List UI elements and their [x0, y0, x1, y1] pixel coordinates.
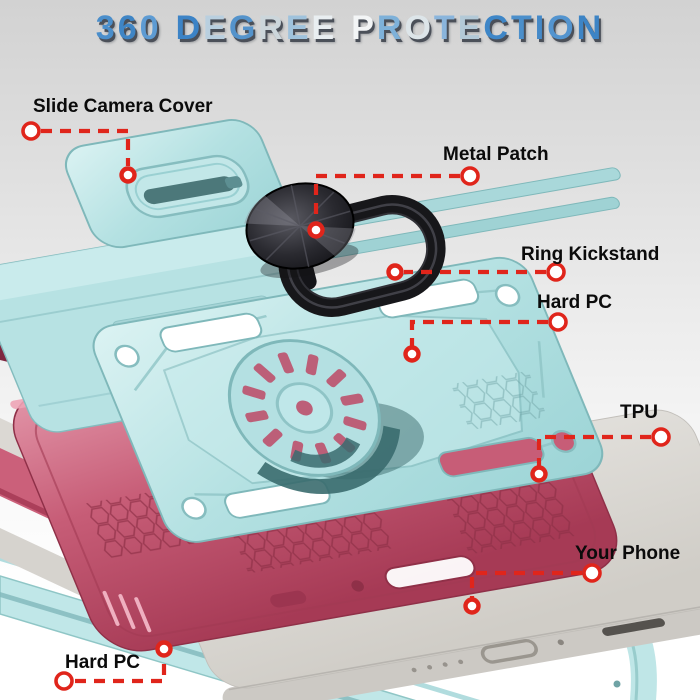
label-tpu: TPU: [620, 402, 658, 423]
kickstand-mount: [208, 321, 424, 495]
label-ring-kickstand: Ring Kickstand: [521, 244, 660, 265]
armor-cutout-window: [159, 312, 263, 353]
hard-pc-plate-graphic: [92, 256, 604, 543]
label-slide-camera-cover: Slide Camera Cover: [33, 96, 213, 117]
armor-corner-hole: [494, 283, 521, 307]
tpu-port-cutout: [384, 555, 476, 590]
slider-bar: [143, 176, 235, 205]
phone-speaker-slot: [602, 618, 665, 636]
tpu-corner-ridges: [102, 590, 152, 633]
label-metal-patch: Metal Patch: [443, 144, 549, 165]
tpu-port-cutout: [270, 590, 307, 608]
metal-patch-graphic: [244, 182, 359, 278]
callout-line-slide-camera-cover: [21, 121, 137, 184]
armor-corner-hole: [181, 496, 207, 520]
armor-corner-hole: [114, 344, 140, 368]
callout-line-tpu: [530, 427, 671, 483]
phone-mic-hole: [557, 639, 564, 646]
callout-line-your-phone: [463, 563, 602, 615]
callout-line-ring-kickstand: [386, 262, 566, 282]
label-hard-pc-bottom: Hard PC: [65, 652, 140, 673]
slide-camera-cover-graphic: [64, 119, 287, 249]
label-hard-pc-top: Hard PC: [537, 292, 612, 313]
armor-cutout-window: [437, 436, 545, 478]
callout-lines: [21, 121, 671, 691]
label-your-phone: Your Phone: [575, 543, 681, 564]
callout-line-hard-pc-bottom: [54, 640, 173, 691]
phone-usb-port: [480, 638, 538, 664]
callout-line-metal-patch: [307, 166, 480, 239]
callout-line-hard-pc-top: [403, 312, 568, 363]
